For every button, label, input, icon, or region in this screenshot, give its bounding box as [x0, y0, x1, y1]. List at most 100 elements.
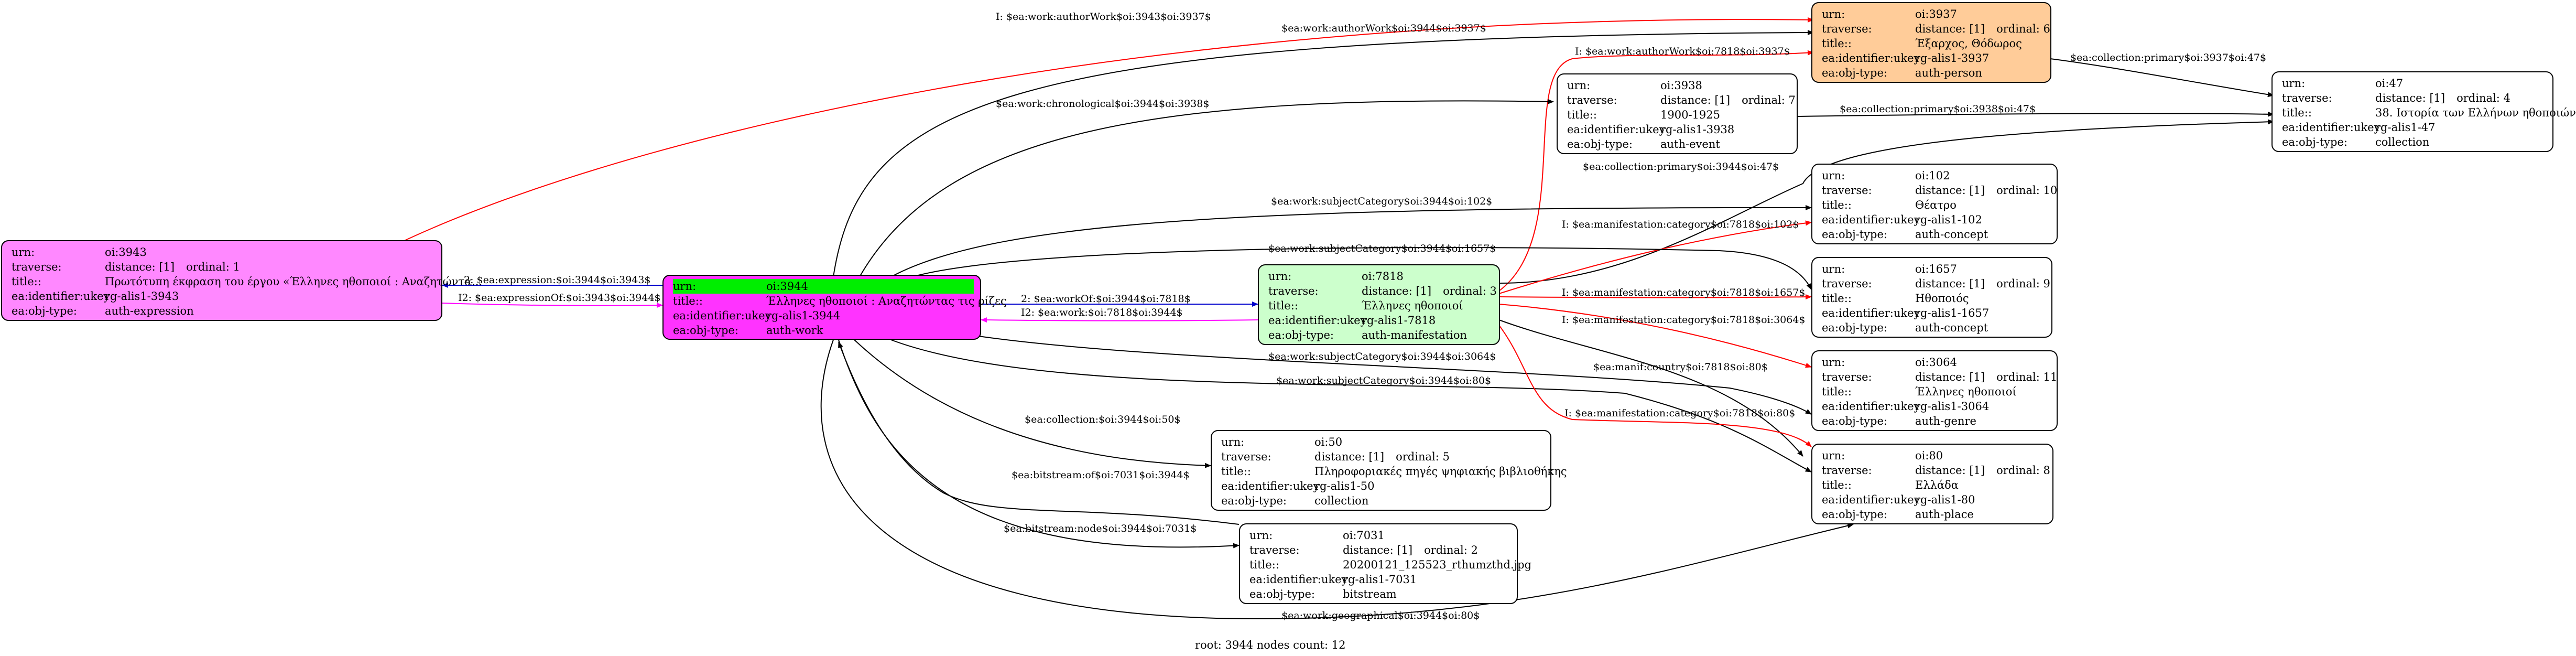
node-oi3938[interactable]: urn:oi:3938 traverse:distance: [1]ordina… [1557, 73, 1798, 154]
node-oi47[interactable]: urn:oi:47 traverse:distance: [1]ordinal:… [2271, 71, 2576, 152]
field-traverse: traverse:distance: [1]ordinal: 3 [1268, 285, 1497, 297]
edge-label: I: $ea:manifestation:category$oi:7818$oi… [1564, 407, 1795, 419]
field-urn: urn:oi:47 [2282, 77, 2404, 90]
edge-label: $ea:collection:primary$oi:3938$oi:47$ [1840, 103, 2036, 115]
edge-e15: 2: $ea:workOf:$oi:3944$oi:7818$ [980, 293, 1258, 307]
edge-label: I: $ea:manifestation:category$oi:7818$oi… [1562, 314, 1806, 326]
edge-label: $ea:collection:primary$oi:3944$oi:47$ [1583, 161, 1779, 173]
edge-line [820, 339, 1854, 620]
edge-line [890, 205, 1812, 277]
node-oi7818[interactable]: urn:oi:7818 traverse:distance: [1]ordina… [1258, 264, 1500, 345]
edge-e14: I2: $ea:expressionOf:$oi:3943$oi:3944$ [442, 292, 663, 308]
field-objtype: ea:obj-type:collection [2282, 136, 2430, 148]
edge-line [838, 341, 1240, 525]
edge-label: I2: $ea:expressionOf:$oi:3943$oi:3944$ [458, 292, 661, 304]
edge-e18: $ea:manif:country$oi:7818$oi:80$ [1498, 319, 1803, 457]
edge-label: 2: $ea:expression:$oi:3944$oi:3943$ [464, 274, 651, 286]
node-oi7031[interactable]: urn:oi:7031 traverse:distance: [1]ordina… [1239, 523, 1531, 604]
field-objtype: ea:obj-type:auth-place [1822, 508, 1974, 521]
edge-e1: I: $ea:work:authorWork$oi:3943$oi:3937$ [335, 11, 1814, 277]
edge-label: I: $ea:work:authorWork$oi:3943$oi:3937$ [996, 11, 1211, 23]
edge-e9: I: $ea:manifestation:category$oi:7818$oi… [1498, 219, 1812, 294]
field-objtype: ea:obj-type:auth-concept [1822, 228, 1988, 241]
edge-label: $ea:work:subjectCategory$oi:3944$oi:102$ [1271, 196, 1492, 207]
edge-line [335, 17, 1814, 277]
edge-line [1796, 111, 2274, 117]
field-urn: urn:oi:7818 [1268, 270, 1404, 283]
edge-label: $ea:work:subjectCategory$oi:3944$oi:1657… [1268, 243, 1496, 254]
field-title: title::Πρωτότυπη έκφραση του έργου «Έλλη… [12, 275, 483, 288]
edge-e23: $ea:bitstream:node$oi:3944$oi:7031$ [838, 339, 1240, 549]
edge-label: $ea:work:geographical$oi:3944$oi:80$ [1281, 610, 1480, 621]
field-traverse: traverse:distance: [1]ordinal: 5 [1221, 450, 1450, 463]
field-urn: urn:oi:80 [1822, 449, 1943, 462]
edge-line [890, 339, 1812, 472]
field-urn: urn:oi:50 [1221, 436, 1343, 448]
edge-line [981, 317, 1258, 323]
field-traverse: traverse:distance: [1]ordinal: 7 [1567, 94, 1796, 106]
edge-line [1498, 325, 1812, 447]
node-oi3944-root[interactable]: urn:oi:3944 title::Έλληνες ηθοποιοί : Αν… [662, 275, 1007, 340]
field-title: title::Έλληνες ηθοποιοί [1268, 299, 1463, 312]
field-urn: urn:oi:7031 [1249, 529, 1385, 542]
field-title: title::38. Ιστορία των Ελλήνων ηθοποιών [2282, 106, 2576, 119]
edge-label: $ea:bitstream:of$oi:7031$oi:3944$ [1012, 469, 1190, 481]
field-title: title::Θέατρο [1822, 199, 1957, 211]
field-urn: urn:oi:3064 [1822, 356, 1957, 369]
field-title: title::Έλληνες ηθοποιοί [1822, 385, 2017, 398]
edge-line [1498, 50, 1814, 292]
edge-line [859, 99, 1554, 277]
edge-e3: I: $ea:work:authorWork$oi:7818$oi:3937$ [1498, 46, 1814, 292]
node-oi3064[interactable]: urn:oi:3064 traverse:distance: [1]ordina… [1811, 350, 2058, 431]
field-urn: urn:oi:3943 [12, 246, 147, 259]
edge-e16: I2: $ea:work:$oi:7818$oi:3944$ [981, 307, 1258, 323]
field-title: title::Έξαρχος, Θόδωρος [1822, 37, 2022, 50]
field-objtype: ea:obj-type:auth-genre [1822, 415, 1976, 427]
field-urn: urn:oi:3937 [1822, 8, 1957, 20]
field-title: title::Πληροφοριακές πηγές ψηφιακής βιβλ… [1221, 465, 1567, 478]
node-oi1657[interactable]: urn:oi:1657 traverse:distance: [1]ordina… [1811, 257, 2052, 338]
edge-e10: $ea:work:subjectCategory$oi:3944$oi:1657… [911, 243, 1812, 290]
field-urn: urn:oi:3944 [673, 279, 974, 294]
edge-e13: 2: $ea:expression:$oi:3944$oi:3943$ [442, 274, 664, 288]
field-traverse: traverse:distance: [1]ordinal: 10 [1822, 184, 2058, 197]
edge-line [833, 30, 1814, 277]
field-traverse: traverse:distance: [1]ordinal: 2 [1249, 544, 1478, 556]
node-oi3937[interactable]: urn:oi:3937 traverse:distance: [1]ordina… [1811, 2, 2051, 83]
node-oi3943[interactable]: urn:oi:3943 traverse:distance: [1]ordina… [1, 240, 483, 321]
node-oi50[interactable]: urn:oi:50 traverse:distance: [1]ordinal:… [1211, 430, 1567, 511]
edge-e8: $ea:work:subjectCategory$oi:3944$oi:102$ [890, 196, 1812, 277]
edge-label: $ea:work:authorWork$oi:3944$oi:3937$ [1281, 23, 1486, 34]
node-oi102[interactable]: urn:oi:102 traverse:distance: [1]ordinal… [1811, 164, 2058, 244]
field-traverse: traverse:distance: [1]ordinal: 6 [1822, 23, 2050, 35]
edge-e24: $ea:work:geographical$oi:3944$oi:80$ [820, 339, 1854, 621]
edge-e12: I: $ea:manifestation:category$oi:7818$oi… [1498, 304, 1812, 368]
field-title: title::1900-1925 [1567, 109, 1720, 121]
node-oi80[interactable]: urn:oi:80 traverse:distance: [1]ordinal:… [1811, 444, 2053, 524]
edge-line [854, 339, 1211, 468]
field-title: title::Έλληνες ηθοποιοί : Αναζητώντας τι… [673, 295, 1007, 307]
field-urn: urn:oi:1657 [1822, 263, 1957, 275]
edge-e20: I: $ea:manifestation:category$oi:7818$oi… [1498, 325, 1812, 447]
field-objtype: ea:obj-type:auth-event [1567, 138, 1720, 150]
edge-label: $ea:manif:country$oi:7818$oi:80$ [1593, 361, 1768, 373]
edge-label: $ea:work:chronological$oi:3944$oi:3938$ [996, 98, 1209, 110]
edge-e6: $ea:collection:primary$oi:3938$oi:47$ [1796, 103, 2274, 117]
graph-footer: root: 3944 nodes count: 12 [1195, 639, 1346, 651]
edge-e5: $ea:work:chronological$oi:3944$oi:3938$ [859, 98, 1554, 277]
edge-line [1498, 294, 1812, 300]
edge-e4: $ea:collection:primary$oi:3937$oi:47$ [2050, 52, 2274, 98]
field-objtype: ea:obj-type:collection [1221, 494, 1369, 507]
edge-e22: $ea:bitstream:of$oi:7031$oi:3944$ [838, 341, 1240, 525]
edge-e19: $ea:work:subjectCategory$oi:3944$oi:80$ [890, 339, 1812, 472]
edge-line [838, 339, 1240, 549]
edge-line [1498, 304, 1812, 368]
field-objtype: ea:obj-type:auth-expression [12, 305, 194, 317]
